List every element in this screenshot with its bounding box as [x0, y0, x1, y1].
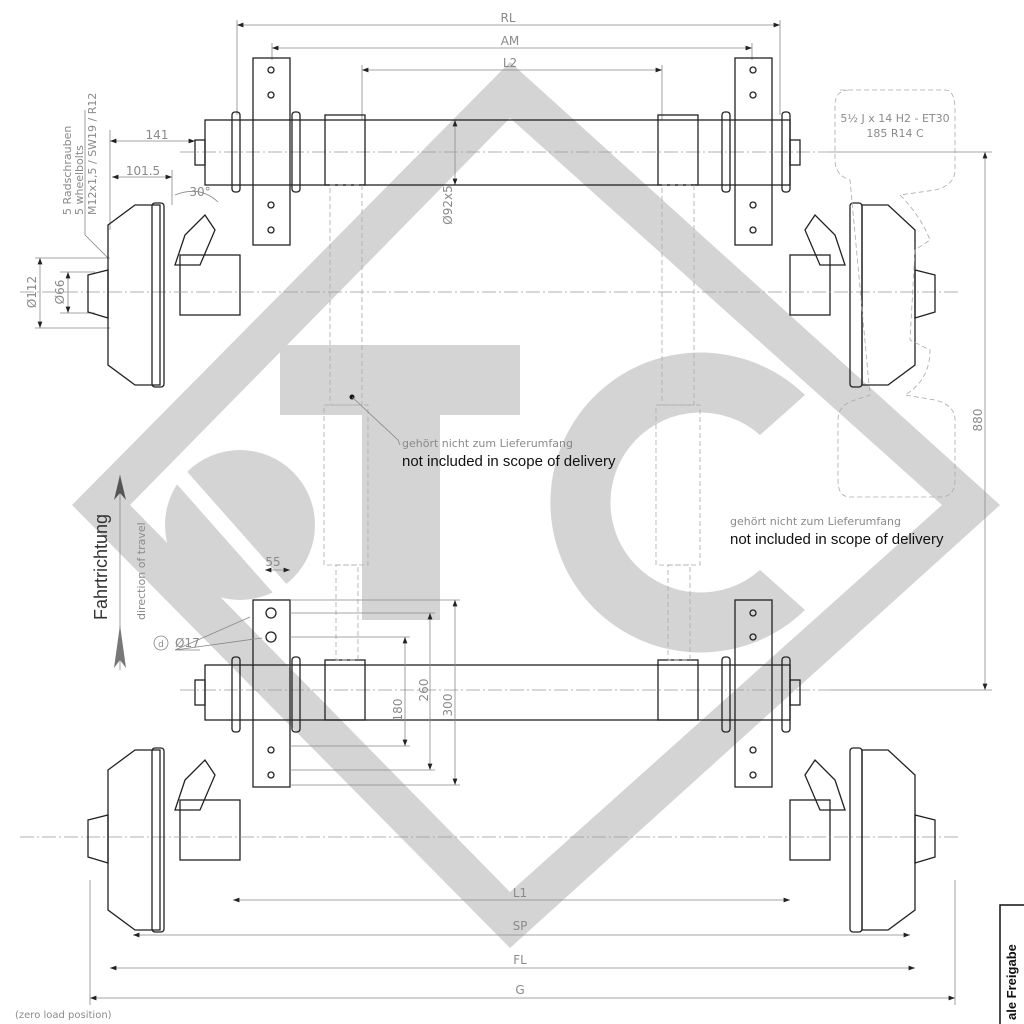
dim-180: 180 [391, 699, 405, 722]
watermark-logo [72, 62, 1000, 948]
direction-label-en: direction of travel [135, 522, 148, 620]
dim-fl: FL [513, 953, 527, 967]
dim-101-5: 101.5 [126, 164, 160, 178]
note-en-1: not included in scope of delivery [402, 453, 616, 470]
dim-141: 141 [146, 128, 169, 142]
dim-l1: L1 [513, 886, 527, 900]
dim-tube: Ø92x5 [441, 185, 455, 224]
hole-marker: d [158, 640, 164, 650]
shock-absorbers [323, 184, 701, 661]
tire-profile [834, 89, 956, 498]
dim-880: 880 [971, 409, 985, 432]
footer-note: (zero load position) [15, 1010, 112, 1021]
note-de-1: gehört nicht zum Lieferumfang [402, 437, 573, 450]
dim-260: 260 [417, 679, 431, 702]
direction-label-de: Fahrtrichtung [91, 514, 111, 620]
rim-spec: 5½ J x 14 H2 - ET30 [840, 112, 949, 125]
dim-300: 300 [441, 694, 455, 717]
dim-angle: 30° [189, 185, 210, 199]
dim-rl: RL [500, 11, 515, 25]
dimension-lines-bottom [89, 151, 992, 1005]
svg-text:5 Radschrauben: 5 Radschrauben [61, 126, 74, 215]
dimension-lines-top [35, 20, 781, 329]
dim-hole: Ø17 [175, 636, 200, 650]
note-en-2: not included in scope of delivery [730, 531, 944, 548]
dim-l2: L2 [503, 56, 517, 70]
dim-g: G [515, 983, 524, 997]
dim-sp: SP [513, 919, 528, 933]
title-block-text: ale Freigabe [1004, 944, 1019, 1020]
dim-am: AM [501, 34, 520, 48]
note-de-2: gehört nicht zum Lieferumfang [730, 515, 901, 528]
svg-text:5 wheelbolts: 5 wheelbolts [73, 145, 86, 215]
dim-55: 55 [265, 555, 280, 569]
wheelbolt-label: 5 Radschrauben 5 wheelbolts M12x1,5 / SW… [61, 93, 99, 215]
svg-text:M12x1,5 / SW19 / R12: M12x1,5 / SW19 / R12 [86, 93, 99, 215]
tire-spec: 185 R14 C [866, 127, 924, 140]
title-block [999, 904, 1024, 1024]
